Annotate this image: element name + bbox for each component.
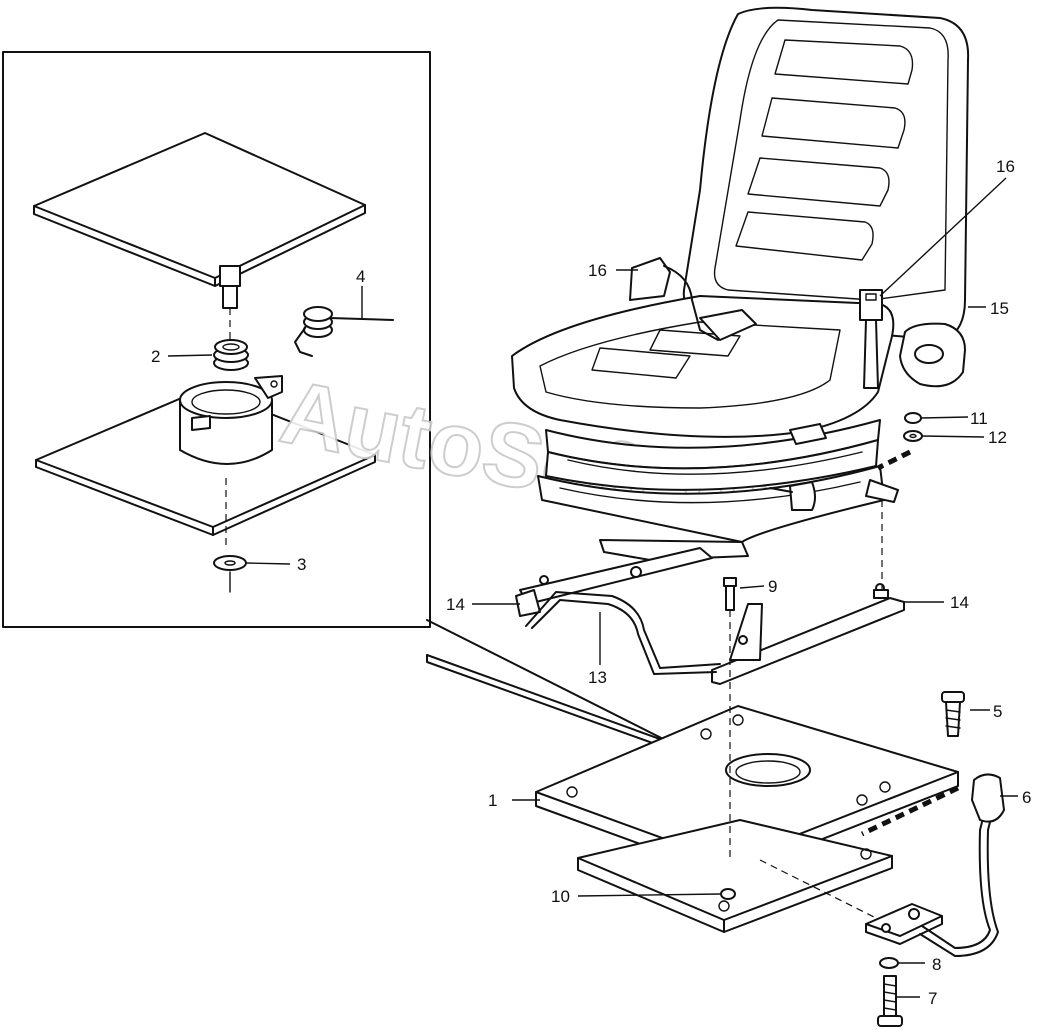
leader-2 <box>167 354 213 357</box>
washer-10 <box>720 888 736 900</box>
inset-torsion-spring-4 <box>294 306 394 357</box>
swivel-lever-6 <box>919 773 1005 957</box>
lever-bracket <box>865 903 943 945</box>
leader-lines <box>472 177 1018 998</box>
inset-pointer <box>426 619 701 761</box>
washer-8 <box>879 957 899 969</box>
seat-belt-left-16 <box>629 257 757 341</box>
callout-14-right: 14 <box>950 593 969 612</box>
seat-belt-right-16 <box>859 289 883 389</box>
callout-12: 12 <box>988 428 1007 447</box>
adjust-bar-13 <box>525 591 721 675</box>
callout-8: 8 <box>932 955 941 974</box>
washer-12 <box>903 430 923 442</box>
callout-16-right: 16 <box>996 157 1015 176</box>
callout-4: 4 <box>356 267 365 286</box>
dash-12-to-rail <box>876 449 912 471</box>
inset-frame <box>2 51 431 628</box>
slide-rail-left-14 <box>515 547 713 617</box>
inset-pin <box>219 265 241 345</box>
inset-housing <box>179 375 283 545</box>
callout-14-left: 14 <box>446 595 465 614</box>
callout-6: 6 <box>1022 788 1031 807</box>
callout-labels: 1 2 3 4 5 6 7 8 9 10 11 12 13 14 14 15 1… <box>151 157 1031 1008</box>
callout-3: 3 <box>297 555 306 574</box>
swivel-plate-lower <box>577 819 893 933</box>
callout-11: 11 <box>970 409 988 428</box>
callout-1: 1 <box>488 791 497 810</box>
callout-16-left: 16 <box>588 261 607 280</box>
callout-5: 5 <box>993 702 1002 721</box>
callout-10: 10 <box>551 887 570 906</box>
dash-5-to-plate <box>860 785 960 837</box>
slide-rail-right-14 <box>711 583 905 685</box>
washer-11 <box>904 412 922 424</box>
bolt-9 <box>723 577 737 611</box>
inset-washer-3 <box>213 555 247 593</box>
detail-inset <box>2 51 431 628</box>
inset-spring-2 <box>213 339 249 371</box>
callout-13: 13 <box>588 668 607 687</box>
seat-suspension-bellows <box>537 419 885 543</box>
leader-3 <box>245 562 291 565</box>
inset-top-plate <box>33 132 366 287</box>
callout-9: 9 <box>768 577 777 596</box>
seat-backrest-15 <box>682 6 970 341</box>
seat-cushion <box>511 295 895 438</box>
lever-axis <box>759 859 881 921</box>
bolt-5 <box>941 691 965 737</box>
callout-2: 2 <box>151 347 160 366</box>
base-plate-1 <box>535 705 959 877</box>
callout-15: 15 <box>990 299 1009 318</box>
seat-side-knob <box>899 322 966 388</box>
callout-7: 7 <box>928 989 937 1008</box>
bolt-7 <box>877 975 903 1027</box>
